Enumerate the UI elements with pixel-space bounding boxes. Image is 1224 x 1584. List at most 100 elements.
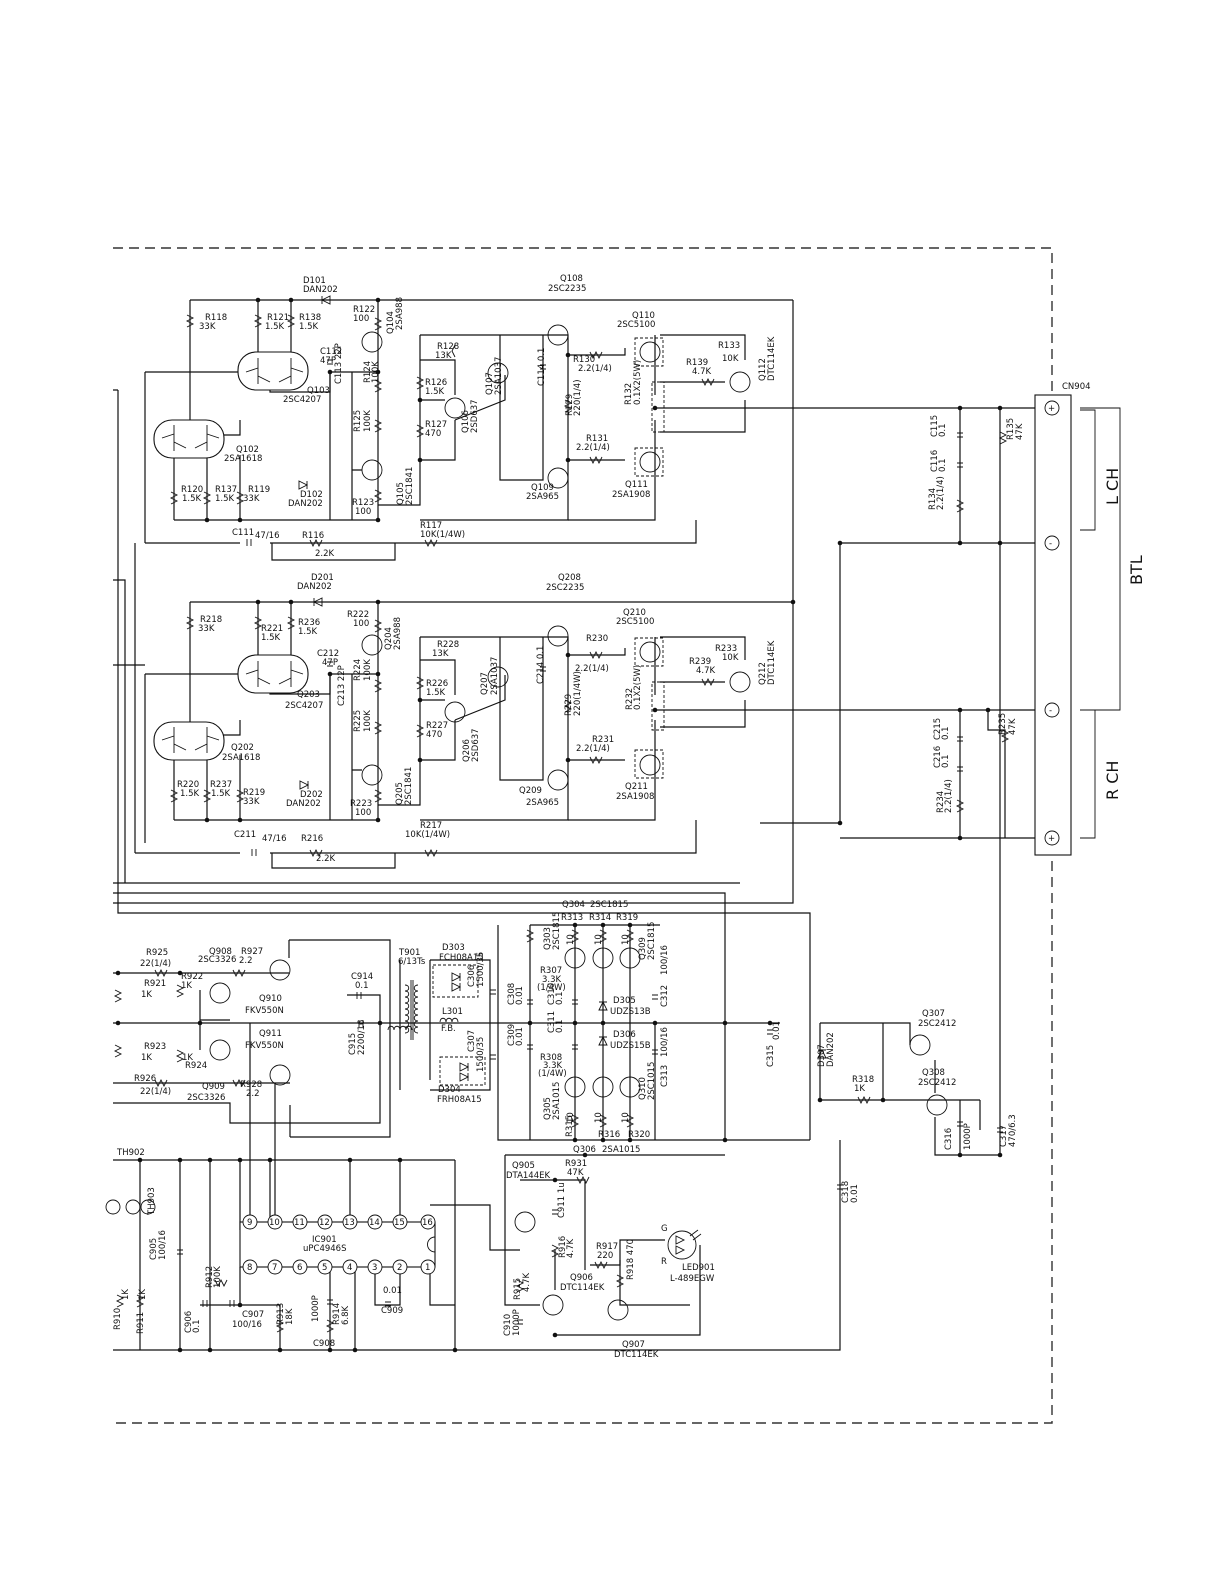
component-label-vertical: Q107 <box>485 372 495 395</box>
value-10: 10 <box>594 934 604 945</box>
component-label: Q110 <box>632 311 655 321</box>
component-label: 6/13Ts <box>398 957 426 967</box>
component-label-vertical: R225 <box>353 710 363 732</box>
component-label-vertical: 47K <box>1015 423 1025 440</box>
transformer-and-coil <box>105 980 459 1215</box>
component-label: C909 <box>381 1306 403 1316</box>
component-label: Q905 <box>512 1161 535 1171</box>
component-label-vertical: C316 <box>944 1128 954 1150</box>
component-label: FKV550N <box>245 1006 284 1016</box>
component-label-vertical: R132 <box>624 383 634 405</box>
component-label: D201 <box>311 573 334 583</box>
component-label-vertical: 0.01 <box>772 1021 782 1040</box>
component-label: R925 <box>146 948 168 958</box>
component-label: R219 <box>243 788 265 798</box>
component-label: Q203 <box>297 690 320 700</box>
component-label: 100 <box>353 619 369 629</box>
component-label: T901 <box>398 948 420 958</box>
component-label-vertical: Q206 <box>462 739 472 762</box>
component-label: R924 <box>185 1061 207 1071</box>
component-label: R127 <box>425 420 447 430</box>
component-label: 33K <box>198 624 215 634</box>
component-label-vertical: R315 <box>565 1115 575 1137</box>
component-label: 1.5K <box>182 494 202 504</box>
component-label: 2.2 <box>246 1089 260 1099</box>
component-label: 2SA965 <box>526 798 559 808</box>
component-label-vertical: C309 <box>507 1024 517 1046</box>
component-label-vertical: 0.1 <box>941 754 951 768</box>
component-label: R923 <box>144 1042 166 1052</box>
component-label-vertical: C313 <box>660 1065 670 1087</box>
component-label: 1.5K <box>180 789 200 799</box>
component-label: 13K <box>435 351 452 361</box>
component-label: FCH08A15 <box>439 953 484 963</box>
component-label: R320 <box>628 1130 650 1140</box>
component-label: Q210 <box>623 608 646 618</box>
component-label: 33K <box>243 494 260 504</box>
component-label: R122 <box>353 305 375 315</box>
component-label-vertical: 1K <box>138 1289 148 1300</box>
component-label: uPC4946S <box>303 1244 346 1254</box>
component-label: 2SA1015 <box>602 1145 640 1155</box>
component-label: Q907 <box>622 1340 645 1350</box>
component-label: CN904 <box>1062 382 1091 392</box>
component-label-vertical: 220(1/4) <box>573 379 583 416</box>
component-label: Q202 <box>231 743 254 753</box>
component-label-vertical: DTC114EK <box>767 336 777 381</box>
component-label: R319 <box>616 913 638 923</box>
component-label-vertical: R918 470 <box>626 1239 636 1280</box>
ic-pin-1: 1 <box>425 1263 430 1273</box>
component-label: DTA144EK <box>506 1171 550 1181</box>
component-label: Q308 <box>922 1068 945 1078</box>
component-label-vertical: R125 <box>353 410 363 432</box>
component-label: TH902 <box>116 1148 145 1158</box>
component-label: 220 <box>597 1251 613 1261</box>
component-label: Q111 <box>625 480 648 490</box>
lch-label: L CH <box>1103 468 1122 505</box>
component-label-vertical: 0.01 <box>515 1027 525 1046</box>
component-label: 22(1/4) <box>140 959 171 969</box>
component-label: R237 <box>210 780 232 790</box>
component-label: R138 <box>299 313 321 323</box>
component-label: 100 <box>355 507 371 517</box>
component-label-vertical: R224 <box>353 659 363 681</box>
ic-pin-4: 4 <box>347 1263 352 1273</box>
component-label: IC901 <box>312 1235 337 1245</box>
cn904-pin-minus: - <box>1049 539 1052 549</box>
component-label: FKV550N <box>245 1041 284 1051</box>
component-label: LED901 <box>682 1263 715 1273</box>
component-label-vertical: C214 0.1 <box>536 646 546 684</box>
component-label: R927 <box>241 947 263 957</box>
component-label-vertical: 0.1 <box>938 423 948 437</box>
component-label: R922 <box>181 972 203 982</box>
component-label: G <box>661 1224 668 1234</box>
component-label: 2.2(1/4) <box>576 744 610 754</box>
component-label: R316 <box>598 1130 620 1140</box>
component-label-vertical: 0.1 <box>938 458 948 472</box>
component-label: R917 <box>596 1242 618 1252</box>
component-label: 2SA1908 <box>616 792 654 802</box>
ic-pin-circles <box>242 1214 436 1275</box>
component-label-vertical: 4.7K <box>522 1272 532 1292</box>
component-label-vertical: C915 <box>348 1033 358 1055</box>
component-label: DTC114EK <box>614 1350 659 1360</box>
component-label: UDZS15B <box>610 1041 651 1051</box>
component-label: R926 <box>134 1074 156 1084</box>
component-label: R126 <box>425 378 447 388</box>
component-label-vertical: 2.2(1/4) <box>936 476 946 510</box>
component-label-vertical: Q105 <box>396 482 406 505</box>
value-10: 10 <box>566 1112 576 1123</box>
component-label: 1.5K <box>261 633 281 643</box>
component-label-vertical: 100/16 <box>158 1230 168 1260</box>
component-label: R121 <box>267 313 289 323</box>
ic901 <box>239 1221 436 1268</box>
component-label-vertical: R916 <box>558 1236 568 1258</box>
component-label: (1/4W) <box>538 1069 567 1079</box>
component-label-vertical: DTC114EK <box>767 640 777 685</box>
component-label: 22(1/4) <box>140 1087 171 1097</box>
component-label: Q909 <box>202 1082 225 1092</box>
component-label: 2SC1815 <box>590 900 628 910</box>
component-label: R <box>661 1257 667 1267</box>
